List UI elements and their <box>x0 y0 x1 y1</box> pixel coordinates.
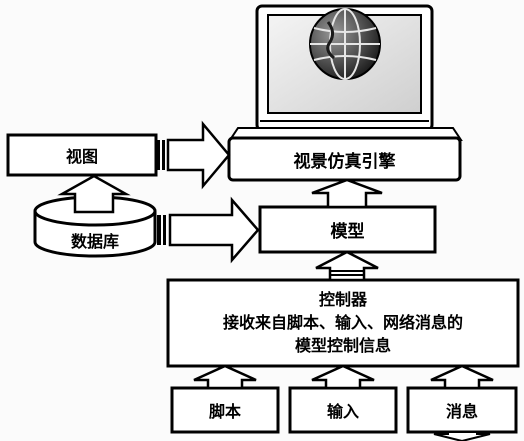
arrow-input-to-controller <box>311 364 375 390</box>
arrow-database-to-model <box>157 196 260 264</box>
message-label: 消息 <box>445 402 478 421</box>
message-box <box>406 386 518 434</box>
globe-icon <box>309 8 381 80</box>
controller-desc-line2: 模型控制信息 <box>294 336 391 355</box>
script-label: 脚本 <box>208 402 241 421</box>
script-box <box>170 386 280 434</box>
model-label: 模型 <box>330 222 365 242</box>
controller-text: 控制器 接收来自脚本、输入、网络消息的 模型控制信息 <box>168 283 518 363</box>
arrow-controller-to-model <box>315 250 379 282</box>
controller-title: 控制器 <box>318 290 367 309</box>
controller-desc-line1: 接收来自脚本、输入、网络消息的 <box>222 313 463 332</box>
view-label: 视图 <box>65 147 98 166</box>
view-box <box>6 133 158 177</box>
arrow-model-to-engine <box>311 178 383 209</box>
arrow-view-to-engine <box>156 120 231 190</box>
engine-label: 视景仿真引擎 <box>293 151 396 172</box>
database-label: 数据库 <box>70 232 119 251</box>
arrow-database-to-view <box>57 174 131 214</box>
arrow-script-to-controller <box>193 364 257 390</box>
model-box <box>258 205 437 254</box>
arrow-message-down <box>433 431 491 441</box>
controller-box <box>166 278 520 368</box>
input-label: 输入 <box>326 402 359 421</box>
arrow-message-to-controller <box>430 364 494 390</box>
